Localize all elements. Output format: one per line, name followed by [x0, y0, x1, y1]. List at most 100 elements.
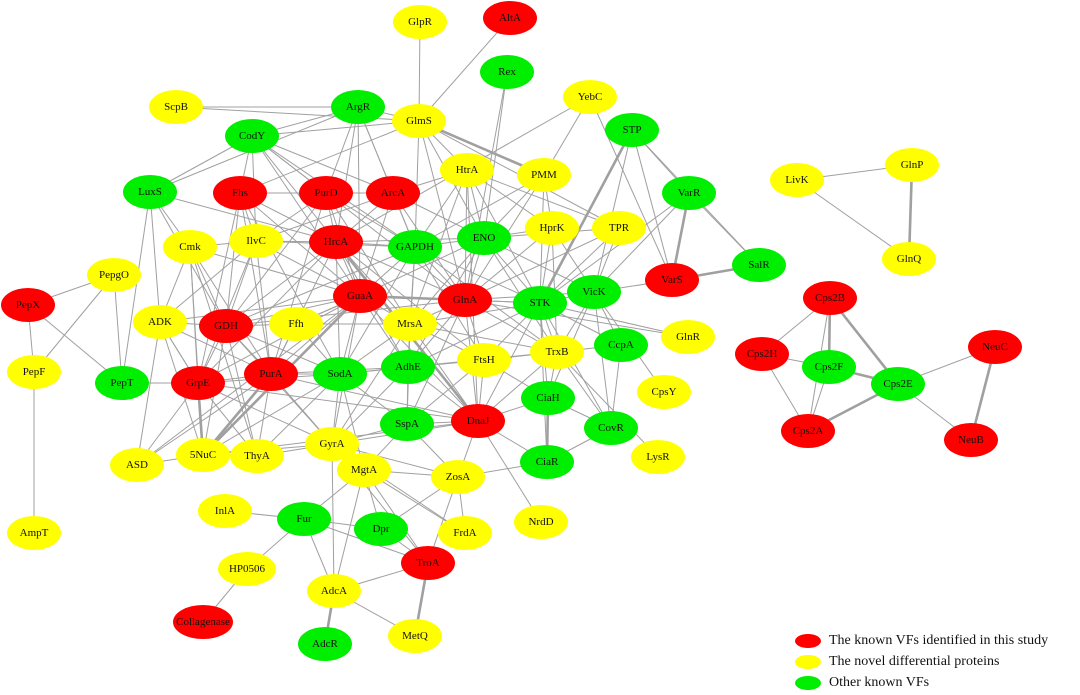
node-ellipse-livk	[770, 163, 824, 197]
legend-item-known: The known VFs identified in this study	[795, 630, 1080, 651]
node-ccpa: CcpA	[594, 328, 648, 362]
node-ellipse-pepgo	[87, 258, 141, 292]
edge-varr-vick	[593, 192, 690, 293]
node-label-alta: AltA	[499, 12, 521, 24]
node-label-adk: ADK	[148, 316, 172, 328]
node-ellipse-trxb	[530, 335, 584, 369]
edge-mrsa-gyra	[331, 323, 411, 445]
node-ciar: CiaR	[520, 445, 574, 479]
edge-grpe-dnaj	[197, 382, 479, 422]
node-ellipse-glnp	[885, 148, 939, 182]
node-label-thya: ThyA	[244, 450, 270, 462]
edge-rex-glna	[464, 71, 508, 301]
node-grpe: GrpE	[171, 366, 225, 400]
edge-hrca-grpe	[197, 241, 337, 384]
node-ellipse-ilvc	[229, 224, 283, 258]
edge-cmk-guaa	[189, 246, 361, 297]
node-glms: GlmS	[392, 104, 446, 138]
node-label-sspa: SspA	[395, 418, 419, 430]
node-ellipse-adcr	[298, 627, 352, 661]
node-ellipse-pmm	[517, 158, 571, 192]
edge-stk-covr	[539, 302, 612, 429]
node-ellipse-asd	[110, 448, 164, 482]
node-ellipse-cps2e	[871, 367, 925, 401]
node-label-lysr: LysR	[646, 451, 670, 463]
edge-guaa-grpe	[197, 295, 361, 384]
edge-glna-gdh	[225, 299, 466, 327]
node-label-cpsy: CpsY	[651, 386, 676, 398]
node-pmm: PMM	[517, 158, 571, 192]
edge-luxs-hrca	[149, 191, 337, 243]
node-ellipse-ccpa	[594, 328, 648, 362]
node-label-cps2h: Cps2H	[747, 348, 778, 360]
node-ellipse-dnaj	[451, 404, 505, 438]
node-ellipse-hprk	[525, 211, 579, 245]
edge-stp-stk	[538, 129, 634, 304]
node-label-mrsa: MrsA	[397, 318, 423, 330]
node-label-guaa: GuaA	[347, 290, 373, 302]
legend-label-novel: The novel differential proteins	[829, 653, 1000, 669]
node-label-argr: ArgR	[346, 101, 371, 113]
node-ellipse-collagenase	[173, 605, 233, 639]
node-hrca: HrcA	[309, 225, 363, 259]
node-label-glnr: GlnR	[676, 331, 701, 343]
legend-swatch-novel	[795, 654, 821, 669]
node-label-pmm: PMM	[531, 169, 557, 181]
legend-swatch-other	[795, 675, 821, 690]
node-eno: ENO	[457, 221, 511, 255]
node-glnr: GlnR	[661, 320, 715, 354]
node-ffh: Ffh	[269, 307, 323, 341]
node-label-adcr: AdcR	[312, 638, 338, 650]
node-ellipse-scpb	[149, 90, 203, 124]
node-pepf: PepF	[7, 355, 61, 389]
node-ellipse-varr	[662, 176, 716, 210]
node-mrsa: MrsA	[383, 307, 437, 341]
node-ellipse-adhe	[381, 350, 435, 384]
node-ellipse-htra	[440, 153, 494, 187]
node-ellipse-glms	[392, 104, 446, 138]
edge-gapdh-gdh	[225, 246, 416, 327]
node-nrdd: NrdD	[514, 505, 568, 539]
node-label-neub: NeuB	[958, 434, 984, 446]
node-ellipse-troa	[401, 546, 455, 580]
edge-hrca-gdh	[225, 241, 337, 327]
edge-scpb-glms	[175, 106, 420, 122]
node-label-hp0506: HP0506	[229, 563, 266, 575]
node-ellipse-ciah	[521, 381, 575, 415]
node-label-troa: TroA	[416, 557, 439, 569]
edge-fhs-grpe	[197, 192, 241, 384]
node-label-frda: FrdA	[453, 527, 476, 539]
node-ellipse-fhs	[213, 176, 267, 210]
node-label-eno: ENO	[473, 232, 496, 244]
node-ellipse-mrsa	[383, 307, 437, 341]
node-hprk: HprK	[525, 211, 579, 245]
node-ellipse-vars	[645, 263, 699, 297]
node-label-grpe: GrpE	[186, 377, 210, 389]
node-lysr: LysR	[631, 440, 685, 474]
edge-glna-glnr	[464, 299, 689, 338]
node-vars: VarS	[645, 263, 699, 297]
edge-fhs-soda	[239, 192, 341, 375]
node-mgta: MgtA	[337, 453, 391, 487]
edge-dnaj-nrdd	[477, 420, 542, 523]
node-label-pept: PepT	[110, 377, 134, 389]
node-label-soda: SodA	[327, 368, 352, 380]
node-label-stp: STP	[623, 124, 642, 136]
edge-cody-hrca	[251, 135, 337, 243]
node-ellipse-soda	[313, 357, 367, 391]
edge-pura-dnaj	[270, 373, 479, 422]
node-label-zosa: ZosA	[446, 471, 471, 483]
edge-glna-sspa	[406, 299, 466, 425]
node-label-neuc: NeuC	[982, 341, 1008, 353]
node-label-glnq: GlnQ	[897, 253, 922, 265]
edge-purd-pura	[270, 192, 327, 375]
edge-glms-glna	[418, 120, 466, 301]
node-label-vick: VicK	[582, 286, 605, 298]
node-label-cps2f: Cps2F	[815, 361, 844, 373]
node-ellipse-guaa	[333, 279, 387, 313]
node-ellipse-ffh	[269, 307, 323, 341]
node-label-cps2a: Cps2A	[793, 425, 824, 437]
node-label-tpr: TPR	[609, 222, 630, 234]
node-label-luxs: LuxS	[138, 186, 162, 198]
edge-grpe-gyra	[197, 382, 333, 445]
